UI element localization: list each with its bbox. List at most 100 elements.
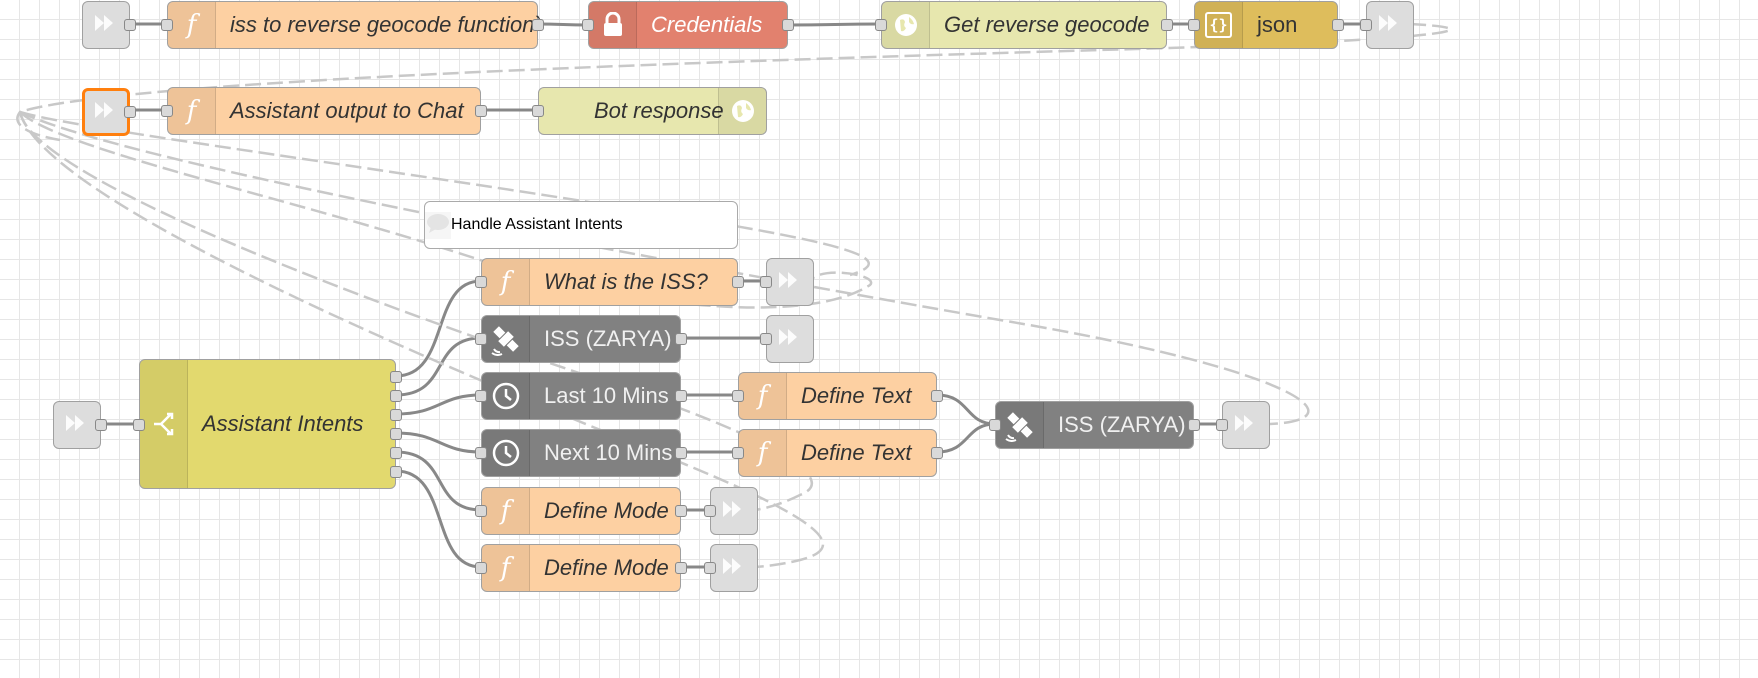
input-port[interactable]: [161, 19, 173, 31]
iss-zarya-node-2[interactable]: ISS (ZARYA): [989, 401, 1200, 449]
output-port-1[interactable]: [390, 371, 402, 383]
node-label: What is the ISS?: [544, 269, 708, 294]
link-in-node-2[interactable]: [82, 88, 136, 136]
output-port[interactable]: [675, 562, 687, 574]
http-response-node-bot[interactable]: Bot response: [532, 87, 767, 135]
link-out-node-1[interactable]: [1360, 1, 1414, 49]
output-port-3[interactable]: [390, 409, 402, 421]
output-port[interactable]: [931, 447, 943, 459]
node-label: iss to reverse geocode function`: [230, 12, 542, 37]
input-port[interactable]: [475, 276, 487, 288]
output-port[interactable]: [1332, 19, 1344, 31]
output-port-6[interactable]: [390, 466, 402, 478]
function-node-iss-reverse[interactable]: f iss to reverse geocode function`: [161, 1, 544, 49]
function-icon: f: [168, 2, 216, 48]
input-port[interactable]: [989, 419, 1001, 431]
input-port[interactable]: [875, 19, 887, 31]
link-out-node-6[interactable]: [704, 544, 758, 592]
link-out-node-4[interactable]: [1216, 401, 1270, 449]
node-label: Define Mode: [544, 498, 669, 523]
input-port[interactable]: [582, 19, 594, 31]
link-icon: [776, 268, 804, 297]
globe-icon: [718, 88, 766, 134]
output-port[interactable]: [475, 105, 487, 117]
output-port[interactable]: [675, 447, 687, 459]
output-port[interactable]: [782, 19, 794, 31]
input-port[interactable]: [1216, 419, 1228, 431]
output-port[interactable]: [732, 276, 744, 288]
link-in-node-1[interactable]: [82, 1, 136, 49]
output-port[interactable]: [532, 19, 544, 31]
comment-node[interactable]: Handle Assistant Intents: [424, 201, 738, 249]
output-port[interactable]: [1161, 19, 1173, 31]
output-port[interactable]: [124, 106, 136, 118]
function-node-define-mode-2[interactable]: f Define Mode: [475, 544, 687, 592]
input-port[interactable]: [475, 505, 487, 517]
input-port[interactable]: [1188, 19, 1200, 31]
function-icon: f: [482, 545, 530, 591]
link-icon: [1232, 411, 1260, 440]
input-port[interactable]: [704, 505, 716, 517]
node-label: Define Mode: [544, 555, 669, 580]
function-node-what-is-iss[interactable]: f What is the ISS?: [475, 258, 744, 306]
node-label: Assistant output to Chat: [230, 98, 464, 123]
function-node-define-text-2[interactable]: f Define Text: [732, 429, 943, 477]
input-port[interactable]: [760, 276, 772, 288]
wire: [936, 422, 996, 454]
function-icon: f: [739, 373, 787, 419]
credentials-node[interactable]: Credentials: [582, 1, 794, 49]
input-port[interactable]: [1360, 19, 1372, 31]
wire: [395, 279, 482, 378]
output-port[interactable]: [95, 419, 107, 431]
wire: [395, 431, 482, 454]
wire: [395, 336, 482, 397]
switch-node-assistant-intents[interactable]: Assistant Intents: [133, 359, 402, 489]
link-in-node-3[interactable]: [53, 401, 107, 449]
function-node-define-text-1[interactable]: f Define Text: [732, 372, 943, 420]
link-out-node-5[interactable]: [704, 487, 758, 535]
function-node-define-mode-1[interactable]: f Define Mode: [475, 487, 687, 535]
link-icon: [1376, 11, 1404, 40]
output-port[interactable]: [124, 19, 136, 31]
input-port[interactable]: [161, 105, 173, 117]
output-port[interactable]: [675, 390, 687, 402]
input-port[interactable]: [532, 105, 544, 117]
json-node[interactable]: {} json: [1188, 1, 1344, 49]
input-port[interactable]: [732, 447, 744, 459]
output-port[interactable]: [931, 390, 943, 402]
node-label: Last 10 Mins: [544, 383, 669, 408]
output-port[interactable]: [1188, 419, 1200, 431]
iss-zarya-node-1[interactable]: ISS (ZARYA): [475, 315, 687, 363]
input-port[interactable]: [732, 390, 744, 402]
next-10-mins-node[interactable]: Next 10 Mins: [475, 429, 687, 477]
input-port[interactable]: [475, 390, 487, 402]
node-label: Define Text: [801, 383, 912, 408]
link-out-node-3[interactable]: [760, 315, 814, 363]
output-port-2[interactable]: [390, 390, 402, 402]
input-port[interactable]: [704, 562, 716, 574]
link-wire: [19, 110, 870, 277]
satellite-icon: [996, 402, 1044, 448]
last-10-mins-node[interactable]: Last 10 Mins: [475, 372, 687, 420]
link-icon: [63, 411, 91, 440]
lock-icon: [589, 2, 637, 48]
function-node-assistant-output[interactable]: f Assistant output to Chat: [161, 87, 487, 135]
input-port[interactable]: [475, 333, 487, 345]
input-port[interactable]: [133, 419, 145, 431]
output-port-4[interactable]: [390, 428, 402, 440]
output-port[interactable]: [675, 505, 687, 517]
link-wire: [19, 110, 1310, 426]
node-label: Assistant Intents: [202, 411, 364, 436]
http-request-node-reverse-geocode[interactable]: Get reverse geocode: [875, 1, 1173, 49]
input-port[interactable]: [475, 447, 487, 459]
link-out-node-2[interactable]: [760, 258, 814, 306]
node-label: Get reverse geocode: [944, 12, 1150, 37]
wire: [395, 450, 482, 512]
input-port[interactable]: [475, 562, 487, 574]
output-port[interactable]: [675, 333, 687, 345]
output-port-5[interactable]: [390, 447, 402, 459]
node-label: Credentials: [651, 12, 763, 37]
input-port[interactable]: [760, 333, 772, 345]
function-icon: f: [482, 488, 530, 534]
